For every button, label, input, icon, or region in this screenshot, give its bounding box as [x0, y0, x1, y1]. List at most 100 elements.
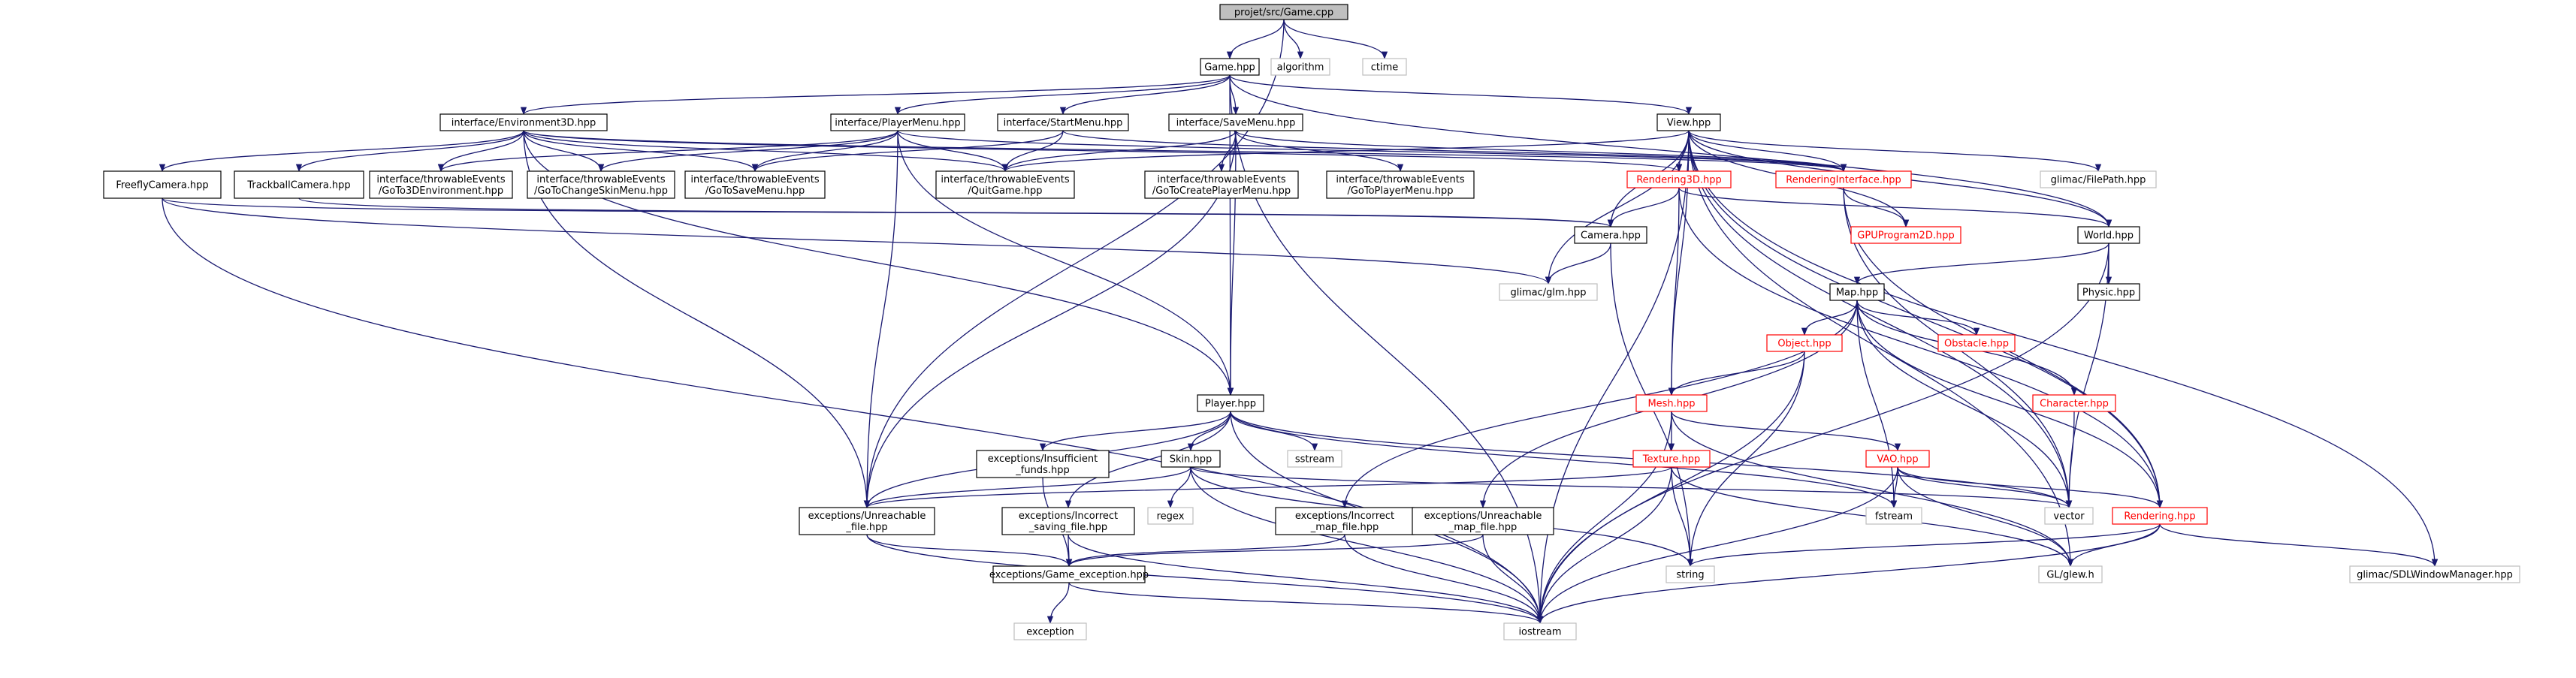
- node-label: Camera.hpp: [1581, 231, 1641, 242]
- node-label: TrackballCamera.hpp: [246, 180, 350, 191]
- node-box: [1665, 565, 1715, 583]
- include-edge-game-to-playermenu: [894, 74, 1231, 116]
- include-edge-playermenu-to-quitgame: [897, 130, 1009, 173]
- include-edge-rendering3d-to-rendering: [1678, 187, 2164, 509]
- include-edge-unreachmap-to-iostream: [1482, 534, 1544, 625]
- node-label: /GoToCreatePlayerMenu.hpp: [1152, 185, 1291, 197]
- graph-node-texture[interactable]: Texture.hpp: [1632, 450, 1711, 468]
- node-label: Skin.hpp: [1170, 454, 1213, 466]
- graph-node-gotoskin[interactable]: interface/throwableEvents/GoToChangeSkin…: [527, 170, 675, 199]
- graph-node-quitgame[interactable]: interface/throwableEvents/QuitGame.hpp: [935, 170, 1075, 199]
- include-edge-object-to-mesh: [1668, 351, 1805, 396]
- graph-node-vao[interactable]: VAO.hpp: [1865, 450, 1930, 468]
- node-box: [1937, 334, 2016, 352]
- include-edge-game-to-view: [1229, 74, 1692, 116]
- include-edge-trackball-to-camera: [298, 197, 1614, 228]
- node-label: Rendering3D.hpp: [1636, 175, 1722, 186]
- include-edge-view-to-mesh: [1668, 130, 1690, 396]
- include-edge-playermenu-to-goto3d: [438, 130, 898, 173]
- node-label: string: [1676, 570, 1704, 581]
- include-edge-view-to-vector: [1688, 130, 2073, 509]
- graph-node-gotocreate[interactable]: interface/throwableEvents/GoToCreatePlay…: [1144, 170, 1299, 199]
- node-box: [1270, 58, 1330, 76]
- include-edge-game-to-world: [1229, 74, 2112, 228]
- include-edge-map-to-incorrectmap: [1341, 300, 1858, 509]
- include-edge-view-to-filepath: [1688, 130, 2101, 173]
- include-edge-texture-to-iostream: [1536, 466, 1672, 625]
- node-label: interface/StartMenu.hpp: [1004, 118, 1123, 129]
- graph-node-savemenu[interactable]: interface/SaveMenu.hpp: [1168, 113, 1303, 131]
- node-box: [1161, 450, 1221, 468]
- include-edge-player-to-insufficient: [1039, 411, 1231, 452]
- graph-node-rendering3d[interactable]: Rendering3D.hpp: [1626, 170, 1732, 188]
- node-label: interface/throwableEvents: [1157, 174, 1285, 185]
- include-edge-character-to-vector: [2065, 411, 2075, 509]
- graph-node-game[interactable]: Game.hpp: [1200, 58, 1260, 76]
- graph-node-string: string: [1665, 565, 1715, 583]
- graph-node-glm: glimac/glm.hpp: [1499, 283, 1598, 301]
- include-edge-env3d-to-unreachfile: [523, 130, 871, 509]
- node-box: [2349, 565, 2520, 583]
- node-label: World.hpp: [2084, 231, 2134, 242]
- graph-node-mesh[interactable]: Mesh.hpp: [1635, 394, 1708, 412]
- graph-node-object[interactable]: Object.hpp: [1766, 334, 1843, 352]
- node-label: Texture.hpp: [1642, 454, 1700, 466]
- node-label: Obstacle.hpp: [1944, 339, 2009, 350]
- include-edge-startmenu-to-renderingif: [1062, 130, 1847, 173]
- graph-node-map[interactable]: Map.hpp: [1829, 283, 1885, 301]
- node-box: [830, 113, 965, 131]
- include-edge-root-to-unreachfile: [863, 19, 1285, 509]
- node-box: [439, 113, 608, 131]
- graph-node-root[interactable]: projet/src/Game.cpp: [1219, 4, 1348, 20]
- include-edge-world-to-iostream: [1536, 243, 2109, 625]
- node-box: [1656, 113, 1721, 131]
- graph-node-camera[interactable]: Camera.hpp: [1574, 226, 1647, 244]
- graph-node-player[interactable]: Player.hpp: [1197, 394, 1264, 412]
- node-label: Character.hpp: [2040, 399, 2109, 410]
- include-edge-view-to-renderingif: [1688, 130, 1847, 173]
- node-box: [1197, 394, 1264, 412]
- include-edge-world-to-vector: [2065, 243, 2109, 509]
- node-box: [103, 170, 222, 199]
- include-edge-skin-to-unreachfile: [863, 466, 1191, 509]
- graph-node-freefly[interactable]: FreeflyCamera.hpp: [103, 170, 222, 199]
- graph-node-gameexc[interactable]: exceptions/Game_exception.hpp: [989, 565, 1149, 583]
- graph-node-env3d[interactable]: interface/Environment3D.hpp: [439, 113, 608, 131]
- graph-node-world[interactable]: World.hpp: [2077, 226, 2140, 244]
- graph-node-incorrectsave[interactable]: exceptions/Incorrect_saving_file.hpp: [1001, 507, 1135, 535]
- include-edge-map-to-vector: [1856, 300, 2073, 509]
- graph-node-skin[interactable]: Skin.hpp: [1161, 450, 1221, 468]
- graph-node-obstacle[interactable]: Obstacle.hpp: [1937, 334, 2016, 352]
- include-edge-view-to-sdlwm: [1688, 130, 2439, 568]
- include-edge-savemenu-to-quitgame: [1001, 130, 1237, 173]
- graph-node-character[interactable]: Character.hpp: [2032, 394, 2116, 412]
- include-edge-vao-to-iostream: [1536, 466, 1898, 625]
- graph-node-rendering[interactable]: Rendering.hpp: [2112, 507, 2208, 525]
- include-edge-freefly-to-glm: [162, 197, 1551, 285]
- graph-node-incorrectmap[interactable]: exceptions/Incorrect_map_file.hpp: [1275, 507, 1415, 535]
- graph-node-gotoplayer[interactable]: interface/throwableEvents/GoToPlayerMenu…: [1326, 170, 1475, 199]
- include-edge-player-to-sstream: [1230, 411, 1318, 452]
- graph-node-view[interactable]: View.hpp: [1656, 113, 1721, 131]
- graph-node-algorithm: algorithm: [1270, 58, 1330, 76]
- graph-node-gpuprog[interactable]: GPUProgram2D.hpp: [1850, 226, 1961, 244]
- node-label: glimac/glm.hpp: [1510, 288, 1586, 299]
- graph-node-goto3d[interactable]: interface/throwableEvents/GoTo3DEnvironm…: [369, 170, 513, 199]
- graph-node-renderingif[interactable]: RenderingInterface.hpp: [1775, 170, 1912, 188]
- graph-node-playermenu[interactable]: interface/PlayerMenu.hpp: [830, 113, 965, 131]
- node-label: /QuitGame.hpp: [968, 185, 1042, 197]
- include-edge-playermenu-to-player: [897, 130, 1234, 396]
- include-edge-view-to-quitgame: [1002, 130, 1690, 173]
- graph-node-unreachmap[interactable]: exceptions/Unreachable_map_file.hpp: [1412, 507, 1554, 535]
- graph-node-insufficient[interactable]: exceptions/Insufficient_funds.hpp: [976, 450, 1110, 478]
- node-box: [992, 565, 1146, 583]
- graph-node-physic[interactable]: Physic.hpp: [2077, 283, 2140, 301]
- graph-node-trackball[interactable]: TrackballCamera.hpp: [234, 170, 364, 199]
- graph-node-unreachfile[interactable]: exceptions/Unreachable_file.hpp: [799, 507, 935, 535]
- include-edge-map-to-obstacle: [1856, 300, 1980, 336]
- include-edge-incorrectsave-to-gameexc: [1065, 534, 1073, 568]
- include-edge-incorrectmap-to-iostream: [1344, 534, 1544, 625]
- graph-node-gotosave[interactable]: interface/throwableEvents/GoToSaveMenu.h…: [684, 170, 826, 199]
- node-label: Object.hpp: [1777, 339, 1831, 350]
- graph-node-startmenu[interactable]: interface/StartMenu.hpp: [997, 113, 1129, 131]
